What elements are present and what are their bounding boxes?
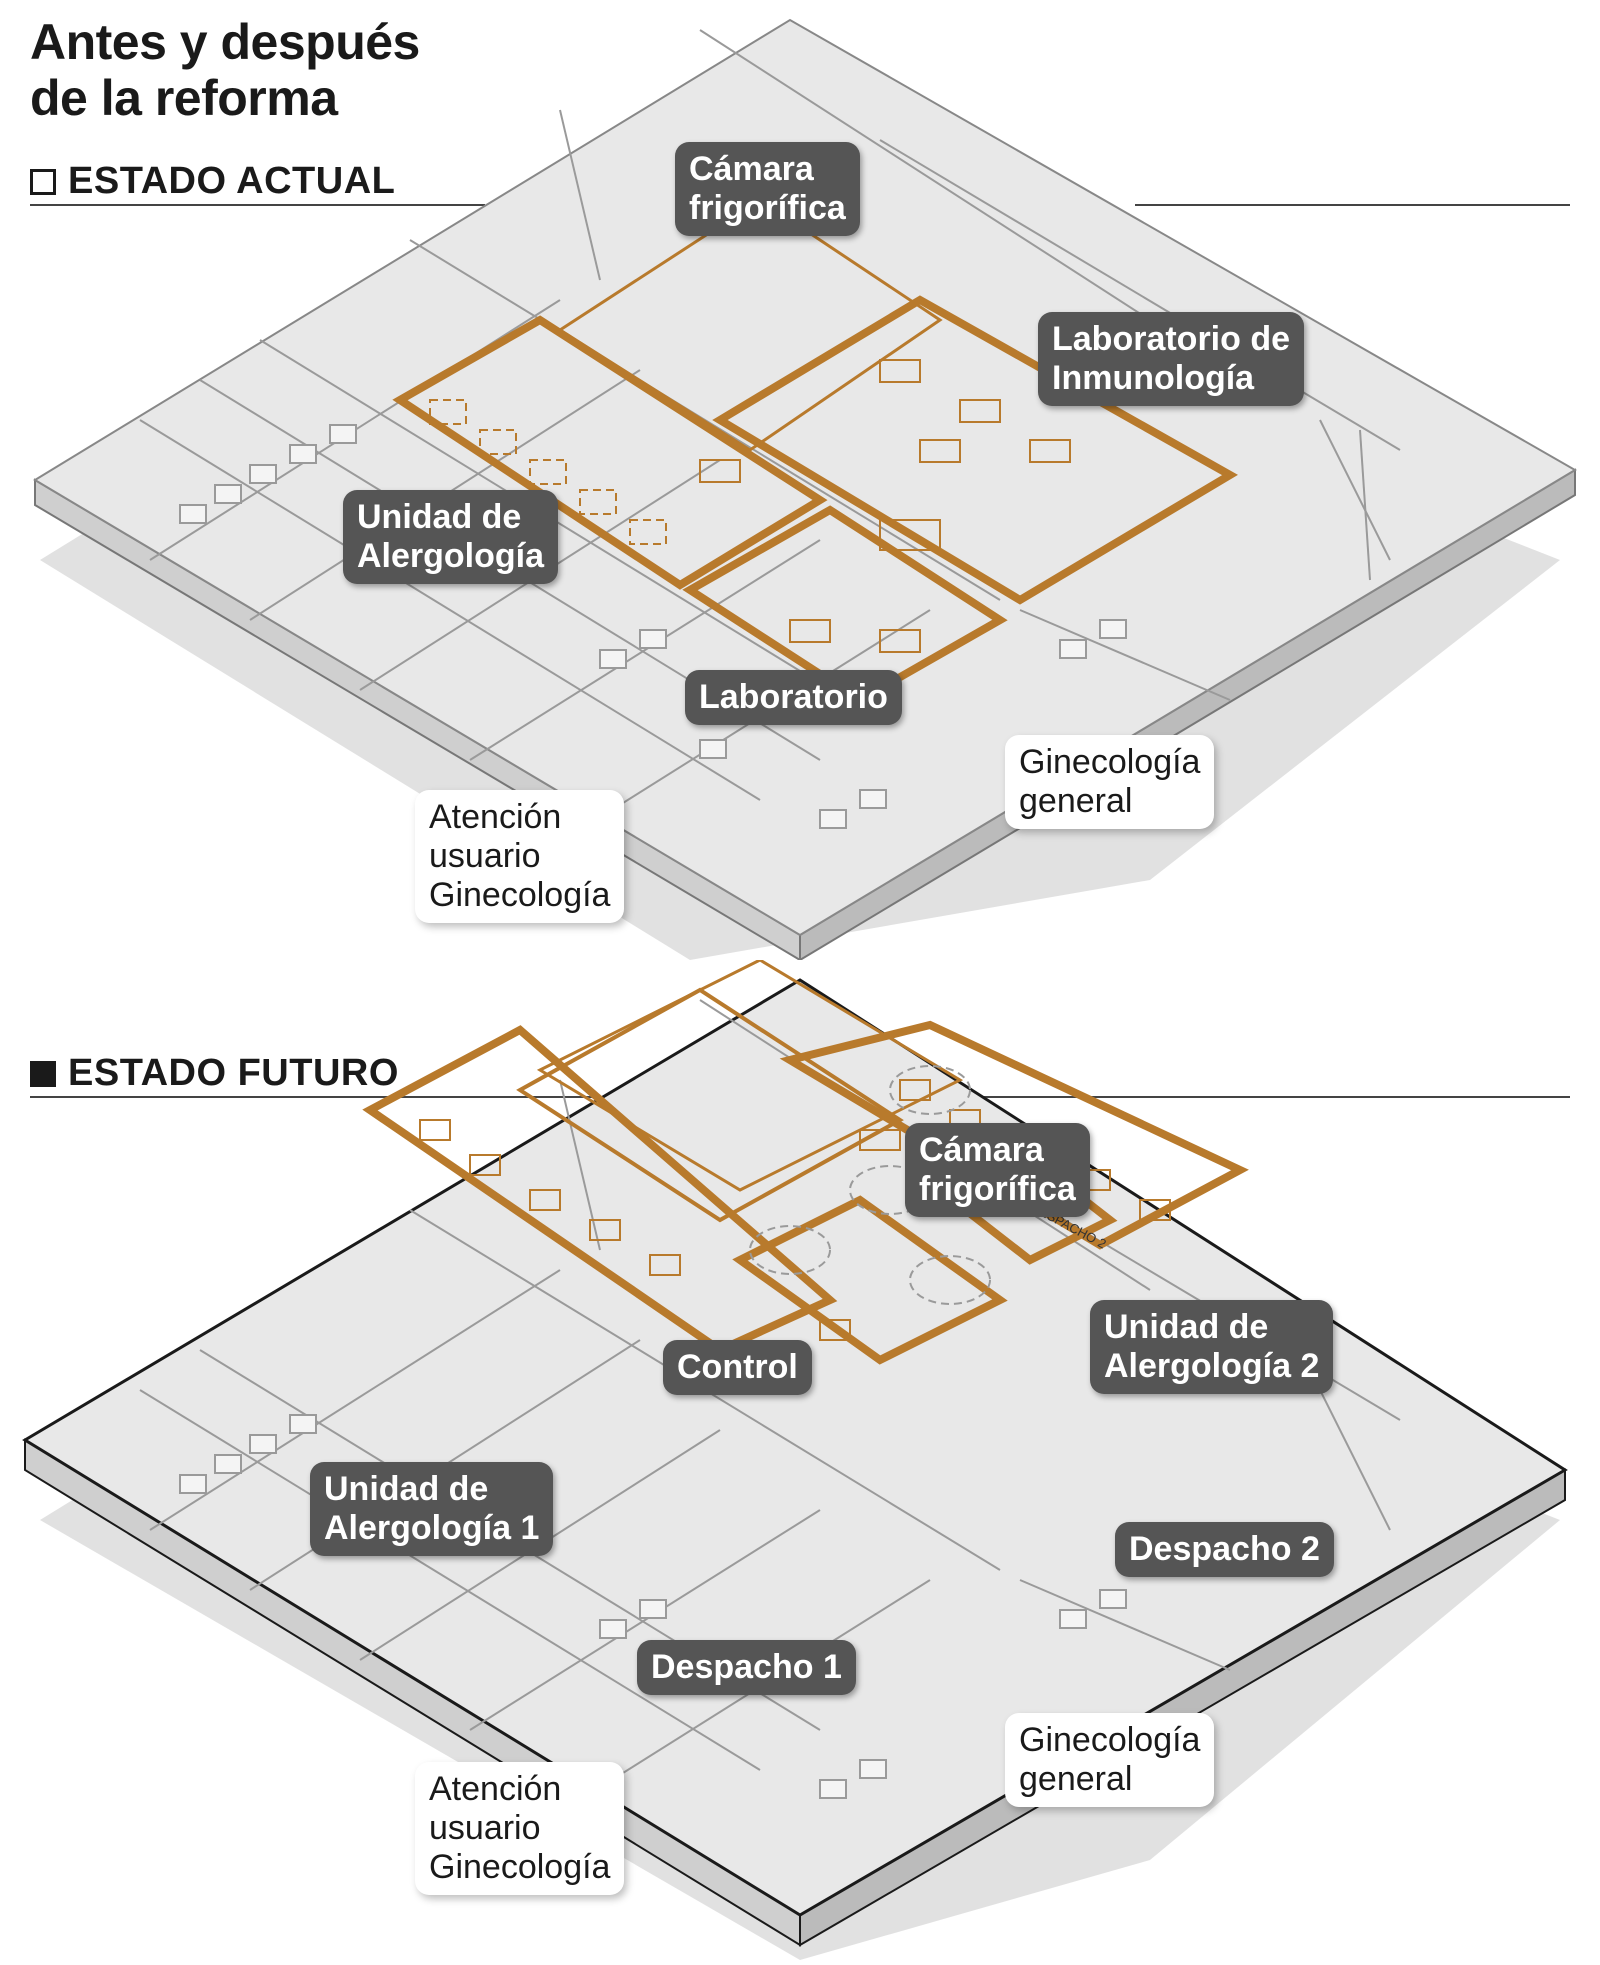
laboratorio-outline: [682, 505, 1008, 705]
label-ginecologia-futuro: Ginecología general: [1005, 1713, 1215, 1807]
label-despacho2-futuro: Despacho 2: [1115, 1522, 1334, 1577]
alergologia-outline: [392, 315, 828, 590]
title-line-1: Antes y después: [30, 14, 420, 70]
divider-actual-left: [30, 204, 485, 206]
floor-plan-futuro: DESPACHO 2: [22, 960, 1568, 1960]
label-atencion-actual: Atención usuario Ginecología: [415, 790, 625, 923]
label-inmunologia-actual: Laboratorio de Inmunología: [1038, 312, 1305, 406]
label-alergologia2-futuro: Unidad de Alergología 2: [1090, 1300, 1334, 1394]
page-title: Antes y después de la reforma: [30, 14, 420, 126]
label-camara-futuro: Cámara frigorífica: [905, 1123, 1090, 1217]
section-heading-actual: ESTADO ACTUAL: [30, 160, 395, 203]
section-heading-futuro-label: ESTADO FUTURO: [68, 1052, 399, 1094]
inmunologia-outline: [712, 295, 1238, 605]
label-laboratorio-actual: Laboratorio: [685, 670, 902, 725]
title-line-2: de la reforma: [30, 70, 338, 126]
label-control-futuro: Control: [663, 1340, 812, 1395]
grey-furniture: [179, 424, 1127, 829]
control-outline: [516, 987, 904, 1223]
grey-furniture: [179, 1414, 1127, 1799]
section-heading-futuro: ESTADO FUTURO: [30, 1052, 399, 1095]
empty-square-icon: [30, 168, 56, 195]
label-alergologia1-futuro: Unidad de Alergología 1: [310, 1462, 554, 1556]
alergologia1-outline: [362, 1025, 838, 1355]
label-camara-actual: Cámara frigorífica: [675, 142, 860, 236]
divider-actual-right: [1135, 204, 1570, 206]
label-atencion-futuro: Atención usuario Ginecología: [415, 1762, 625, 1895]
slab-top: [22, 978, 1568, 1917]
label-alergologia-actual: Unidad de Alergología: [343, 490, 559, 584]
filled-square-icon: [30, 1060, 56, 1087]
label-ginecologia-actual: Ginecología general: [1005, 735, 1215, 829]
slab-top: [33, 18, 1577, 937]
section-heading-actual-label: ESTADO ACTUAL: [68, 160, 396, 202]
label-despacho1-futuro: Despacho 1: [637, 1640, 856, 1695]
highlighted-rooms: [392, 198, 1238, 705]
despacho1-outline: [732, 1195, 1008, 1365]
